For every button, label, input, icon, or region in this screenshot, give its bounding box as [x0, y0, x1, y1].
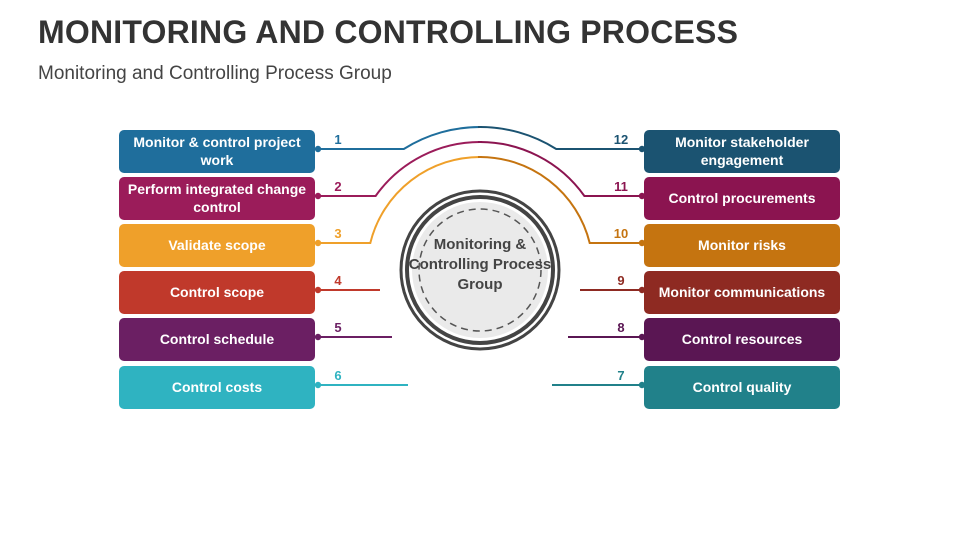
process-label: Monitor communications [658, 283, 826, 300]
process-label: Control procurements [668, 189, 816, 206]
process-box-left-1: Monitor & control project work [119, 130, 315, 173]
connector-dot-3 [314, 239, 322, 247]
process-label: Control scope [169, 283, 265, 300]
connector-dot-7 [638, 381, 646, 389]
hub-label: Monitoring & Controlling Process Group [408, 235, 552, 294]
process-box-right-3: Monitor risks [644, 224, 840, 267]
page-subtitle: Monitoring and Controlling Process Group [38, 63, 392, 84]
process-label: Validate scope [168, 236, 266, 253]
process-label: Control schedule [159, 330, 275, 347]
process-label: Monitor stakeholder engagement [675, 134, 809, 168]
process-box-right-2: Control procurements [644, 177, 840, 220]
process-label: Perform integrated change control [127, 181, 307, 215]
step-number-2: 2 [334, 179, 342, 194]
hub-fill [412, 202, 548, 338]
step-number-10: 10 [613, 226, 629, 241]
process-label: Control resources [681, 330, 803, 347]
step-number-4: 4 [334, 273, 342, 288]
step-number-12: 12 [613, 132, 629, 147]
process-box-left-3: Validate scope [119, 224, 315, 267]
process-label: Control costs [171, 378, 263, 395]
hub-ring [399, 189, 561, 351]
process-box-left-6: Control costs [119, 366, 315, 409]
connector-arcs [314, 125, 646, 389]
step-number-5: 5 [334, 320, 342, 335]
process-box-left-5: Control schedule [119, 318, 315, 361]
connector-dot-9 [638, 286, 646, 294]
process-box-right-1: Monitor stakeholder engagement [644, 130, 840, 173]
process-label: Monitor & control project work [133, 134, 301, 168]
hub-dashed-ring [418, 208, 542, 332]
connector-dot-2 [314, 192, 322, 200]
connector-dot-12 [638, 145, 646, 153]
step-number-9: 9 [617, 273, 625, 288]
step-number-6: 6 [334, 368, 342, 383]
connector-dot-10 [638, 239, 646, 247]
process-label: Monitor risks [698, 236, 786, 253]
connector-left-2 [318, 140, 483, 197]
connector-dot-5 [314, 333, 322, 341]
step-number-11: 11 [614, 179, 628, 194]
process-box-left-2: Perform integrated change control [119, 177, 315, 220]
page-title: MONITORING AND CONTROLLING PROCESS [38, 14, 739, 50]
process-box-right-5: Control resources [644, 318, 840, 361]
step-number-8: 8 [617, 320, 625, 335]
step-number-7: 7 [617, 368, 625, 383]
center-hub [393, 183, 567, 357]
connector-dot-1 [314, 145, 322, 153]
connector-right-10 [477, 155, 642, 244]
process-box-left-4: Control scope [119, 271, 315, 314]
process-label: Control quality [692, 378, 792, 395]
connector-right-12 [477, 125, 642, 150]
connector-dot-11 [638, 192, 646, 200]
connector-dot-4 [314, 286, 322, 294]
process-box-right-6: Control quality [644, 366, 840, 409]
hub-ring-thick [405, 195, 555, 345]
step-number-1: 1 [334, 132, 342, 147]
connector-left-3 [318, 155, 483, 244]
process-box-right-4: Monitor communications [644, 271, 840, 314]
connector-dot-8 [638, 333, 646, 341]
connector-dot-6 [314, 381, 322, 389]
connector-right-11 [477, 140, 642, 197]
step-number-3: 3 [334, 226, 342, 241]
connector-left-1 [318, 125, 483, 150]
